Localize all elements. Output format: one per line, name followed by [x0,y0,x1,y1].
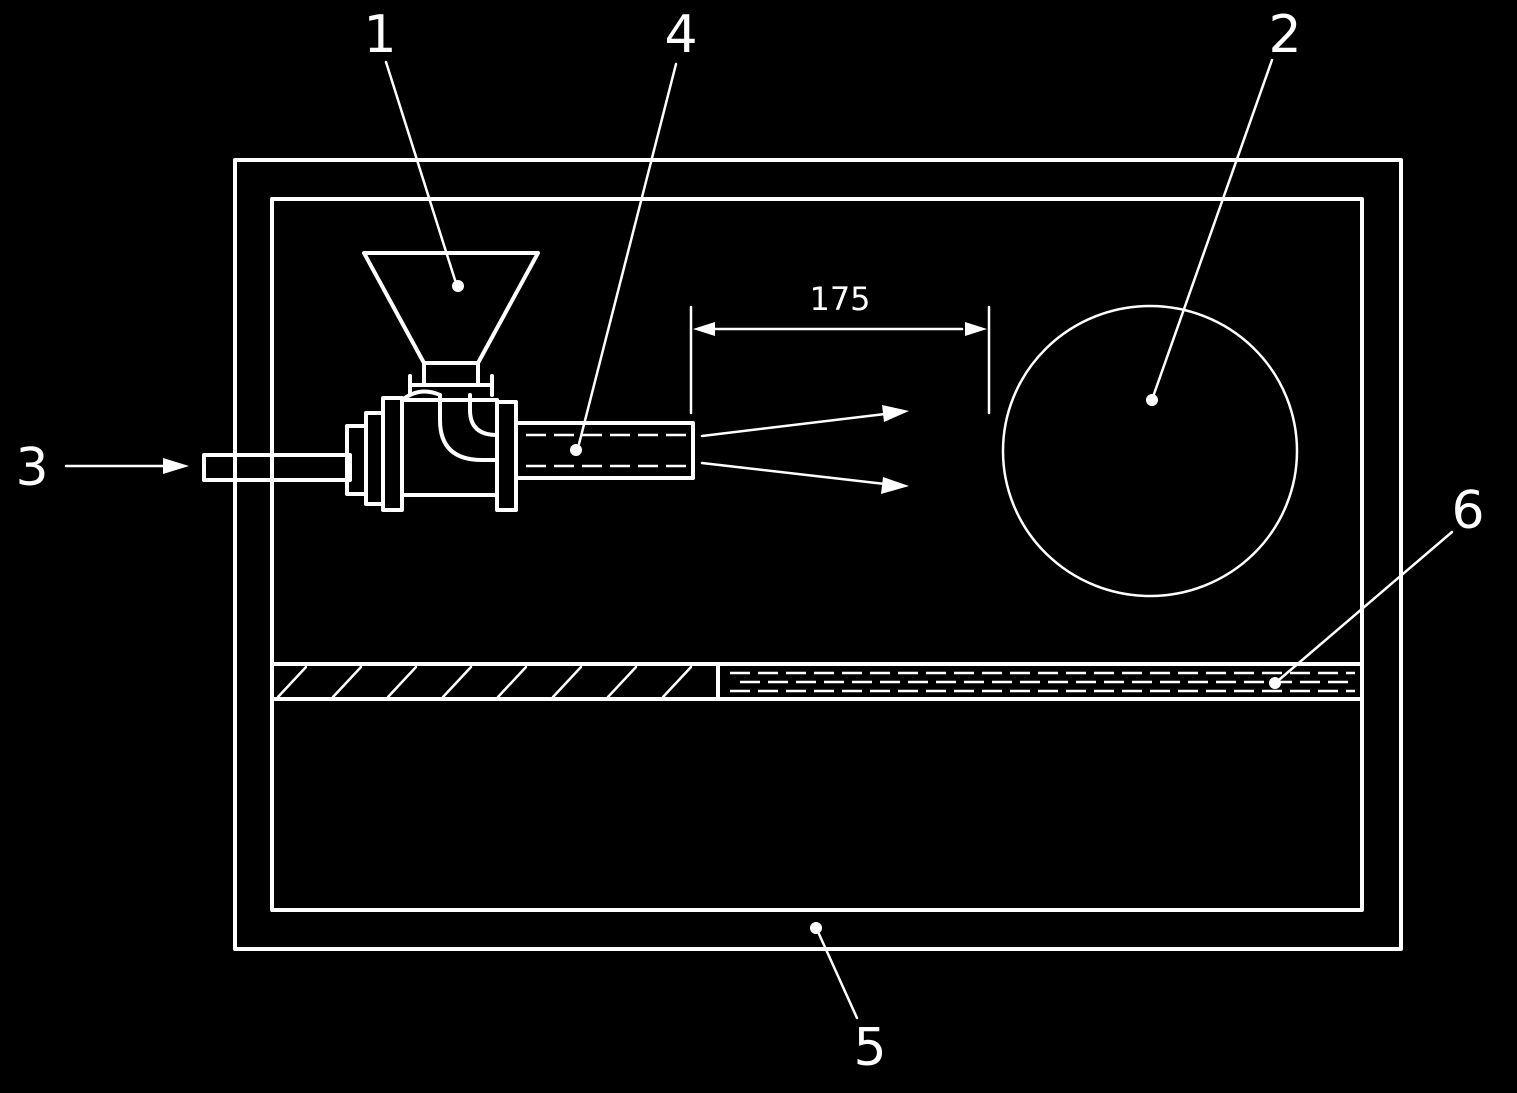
outer-housing-frame [233,158,1403,951]
leader-line-2 [1152,58,1274,396]
nozzle-ref-dot [570,444,582,456]
hatched-section [276,665,693,699]
leader-line-5 [817,932,859,1020]
grid-ref-dot [1269,677,1281,689]
inner-chamber-frame [270,197,1364,912]
leader-line-4 [577,62,678,446]
floor-grid [270,662,1364,701]
nozzle-barrel [514,421,695,480]
hopper [362,251,540,397]
elbow-inner [468,393,499,437]
label-hopper: 1 [363,5,396,65]
label-grid: 6 [1451,481,1484,541]
spray-arrow-upper [700,405,909,438]
drum-ref-dot [1146,394,1158,406]
spray-arrow-lower [700,461,909,494]
hopper-ref-dot [452,280,464,292]
label-drum: 2 [1268,5,1301,65]
label-nozzle: 4 [664,5,697,65]
dimension-value: 175 [809,280,870,318]
dimension-line [689,305,991,415]
leader-line-1 [384,60,457,282]
elbow-outer [438,393,499,462]
inlet-pipe [202,453,352,482]
injector-body [345,389,518,512]
label-inlet: 3 [15,438,48,498]
target-drum [1001,304,1299,598]
housing-ref-dot [810,922,822,934]
label-housing: 5 [853,1018,886,1078]
leader-line-6 [1278,530,1454,681]
slotted-grid-section [730,671,1355,693]
inlet-arrow [64,458,189,474]
